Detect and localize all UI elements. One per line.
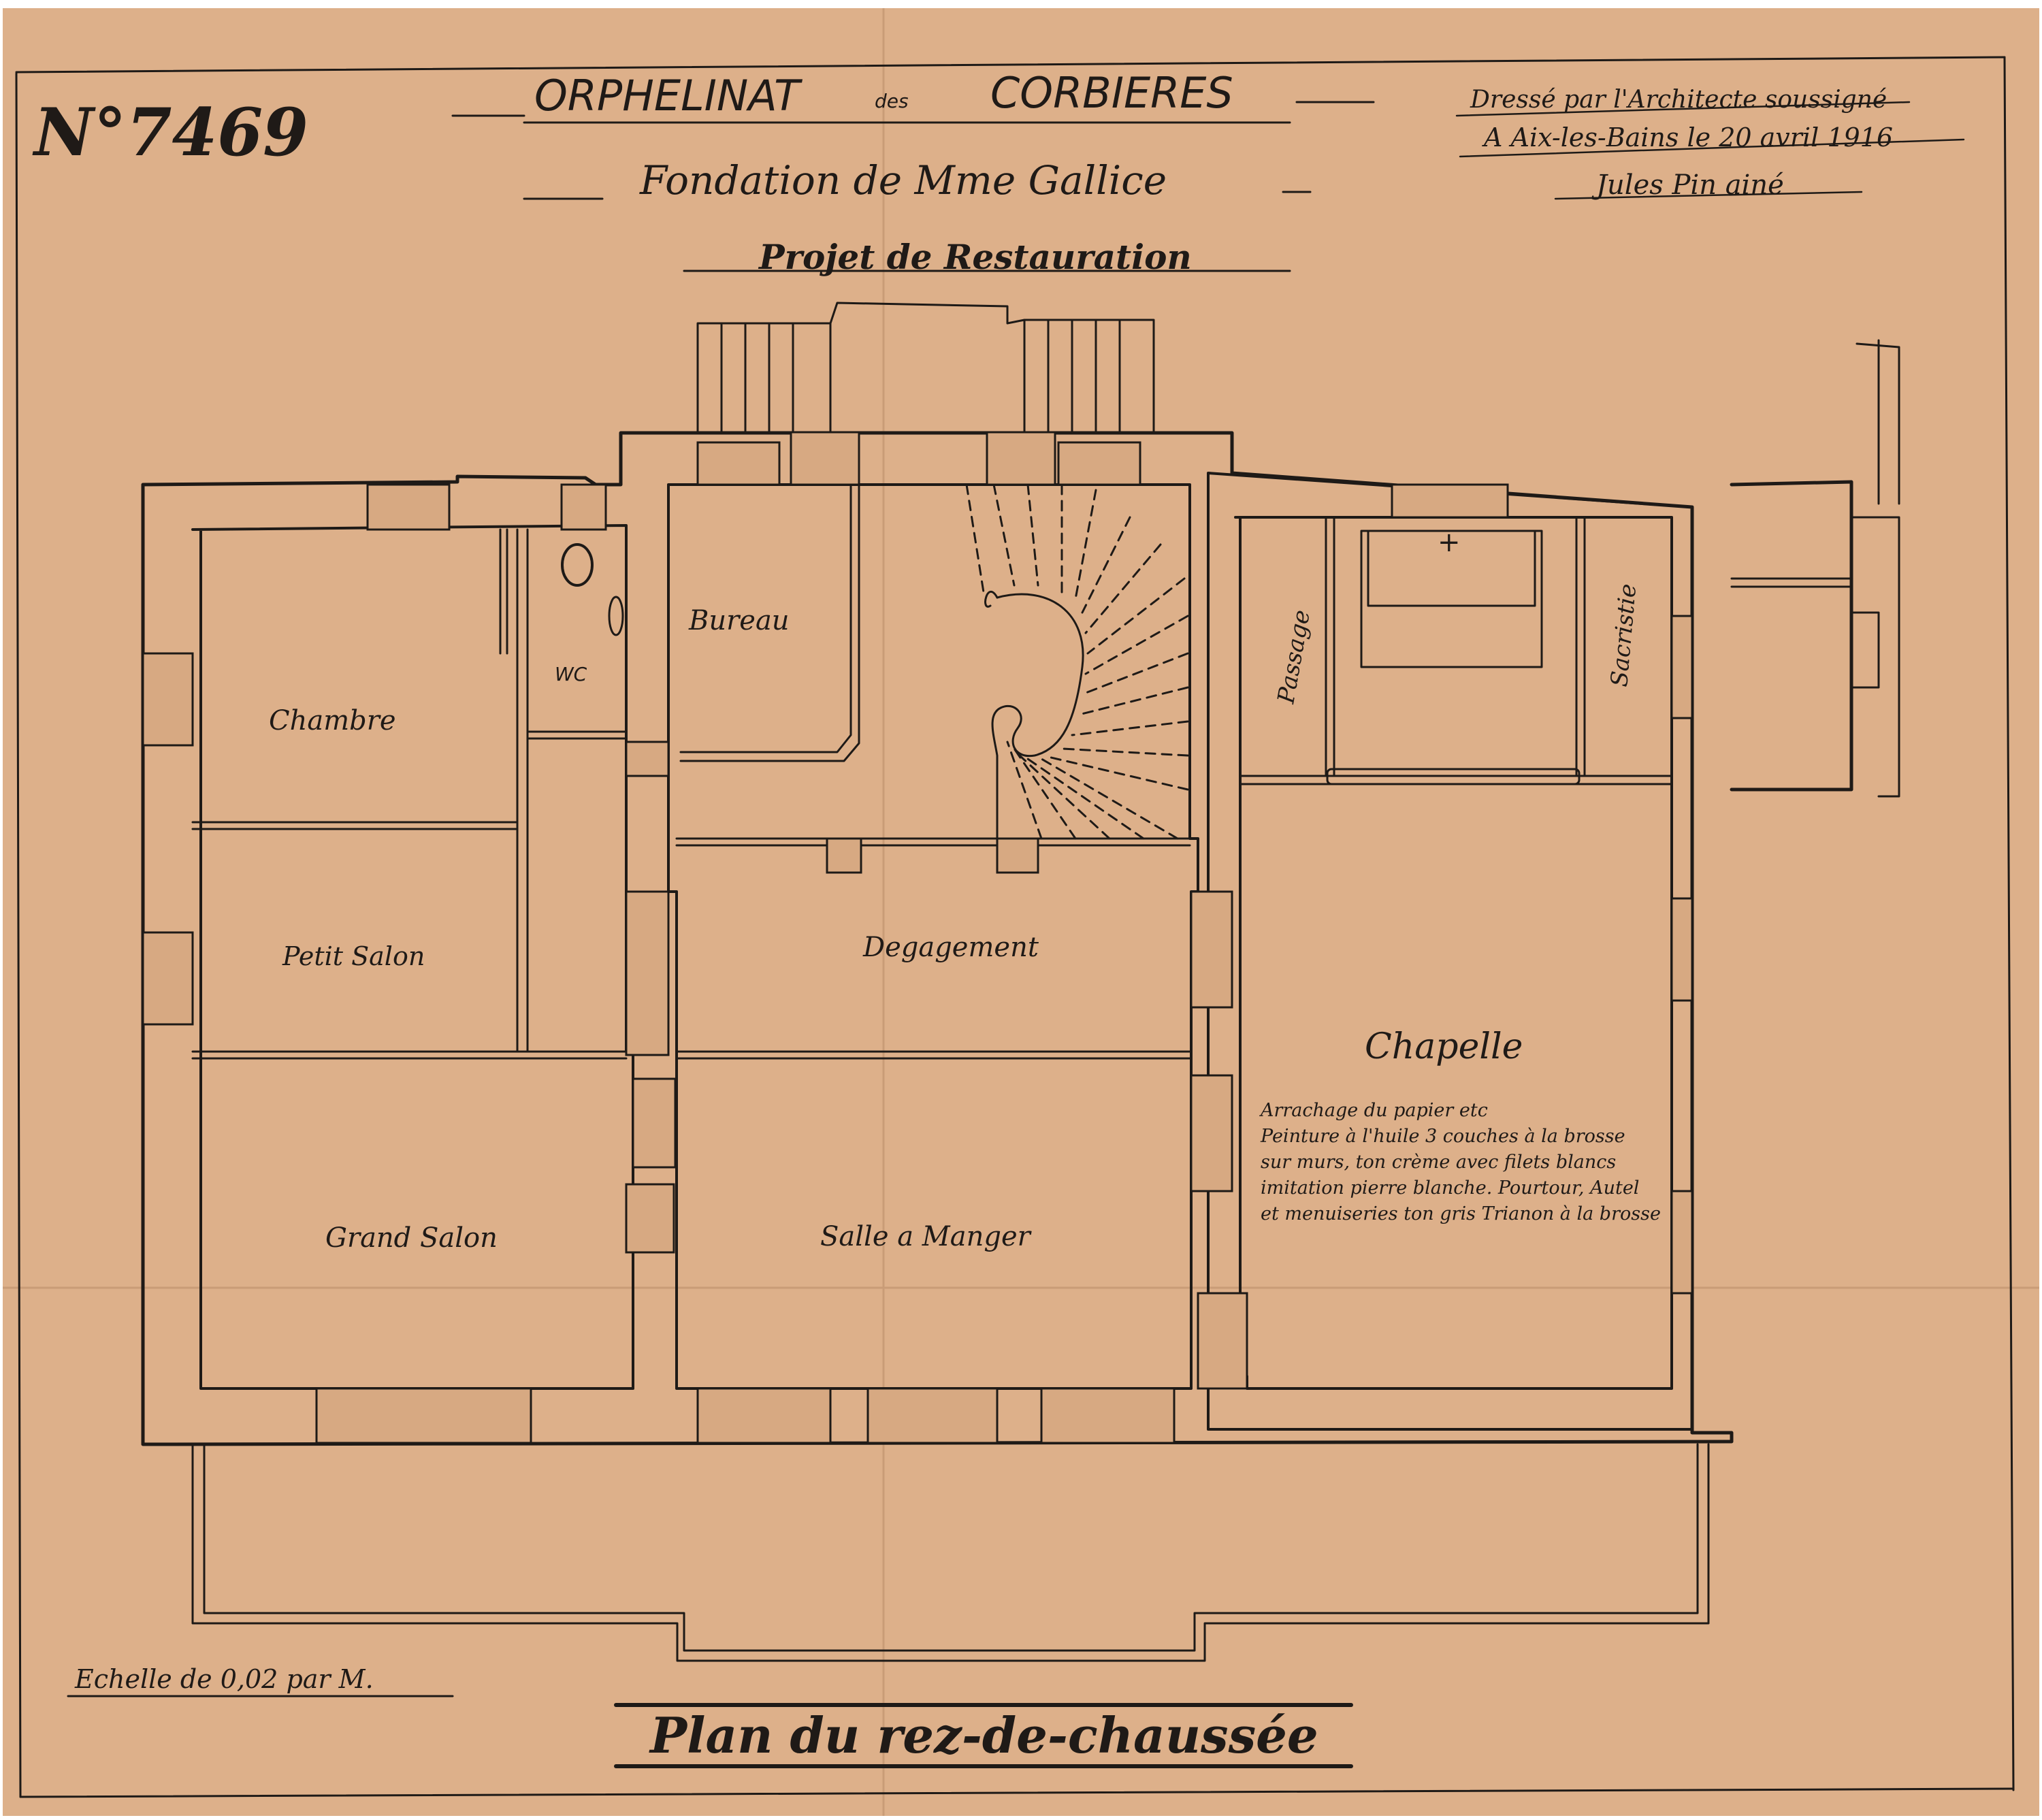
room-label-chambre: Chambre	[269, 705, 396, 736]
architect-line-2: A Aix-les-Bains le 20 avril 1916	[1482, 123, 1893, 152]
entrance-steps	[696, 302, 1155, 434]
front-terrace	[191, 1443, 1710, 1662]
altar-cross-icon: +	[1438, 527, 1461, 558]
architect-rule-1	[1455, 101, 1911, 117]
title-des: des	[875, 90, 909, 112]
annex-details	[1730, 339, 1900, 798]
room-label-grand-salon: Grand Salon	[325, 1222, 498, 1254]
subtitle: Fondation de Mme Gallice	[639, 157, 1167, 204]
document-number: N°7469	[32, 94, 308, 171]
spiral-staircase	[965, 483, 1189, 840]
room-label-petit-salon: Petit Salon	[282, 941, 425, 971]
wc-door-handle	[608, 596, 624, 636]
middle-partitions	[675, 483, 1193, 1060]
frame-left	[15, 72, 22, 1798]
chapelle-note-line: sur murs, ton crème avec filets blancs	[1261, 1152, 1616, 1173]
frame-right	[2003, 56, 2015, 1791]
title-corbieres: CORBIERES	[990, 68, 1233, 118]
chapelle-note-line: Peinture à l'huile 3 couches à la brosse	[1260, 1126, 1625, 1147]
architect-rule-2	[1459, 138, 1965, 158]
chapelle-note-line: et menuiseries ton gris Trianon à la bro…	[1261, 1203, 1661, 1224]
scale-label: Echelle de 0,02 par M.	[74, 1664, 374, 1694]
room-label-wc: WC	[555, 663, 587, 685]
chapel-altar-area	[1239, 516, 1673, 785]
window-openings	[142, 431, 1693, 1444]
room-label-bureau: Bureau	[688, 605, 790, 636]
title-orphelinat: ORPHELINAT	[534, 71, 803, 120]
frame-top	[15, 56, 2006, 74]
room-label-chapelle: Chapelle	[1365, 1026, 1523, 1067]
frame-bottom	[19, 1787, 2015, 1798]
chapelle-note-line: Arrachage du papier etc	[1259, 1100, 1488, 1121]
paper-sheet	[3, 8, 2039, 1816]
chapelle-note: Arrachage du papier etc Peinture à l'hui…	[1259, 1100, 1661, 1224]
plan-title: Plan du rez-de-chaussée	[649, 1706, 1318, 1764]
chapelle-note-line: imitation pierre blanche. Pourtour, Aute…	[1261, 1177, 1639, 1199]
left-wing-partitions	[191, 528, 634, 1060]
toilet-fixture	[561, 543, 594, 587]
signature-rule	[1554, 191, 1863, 200]
room-label-salle-a-manger: Salle a Manger	[820, 1221, 1033, 1252]
room-label-degagement: Degagement	[862, 932, 1039, 963]
